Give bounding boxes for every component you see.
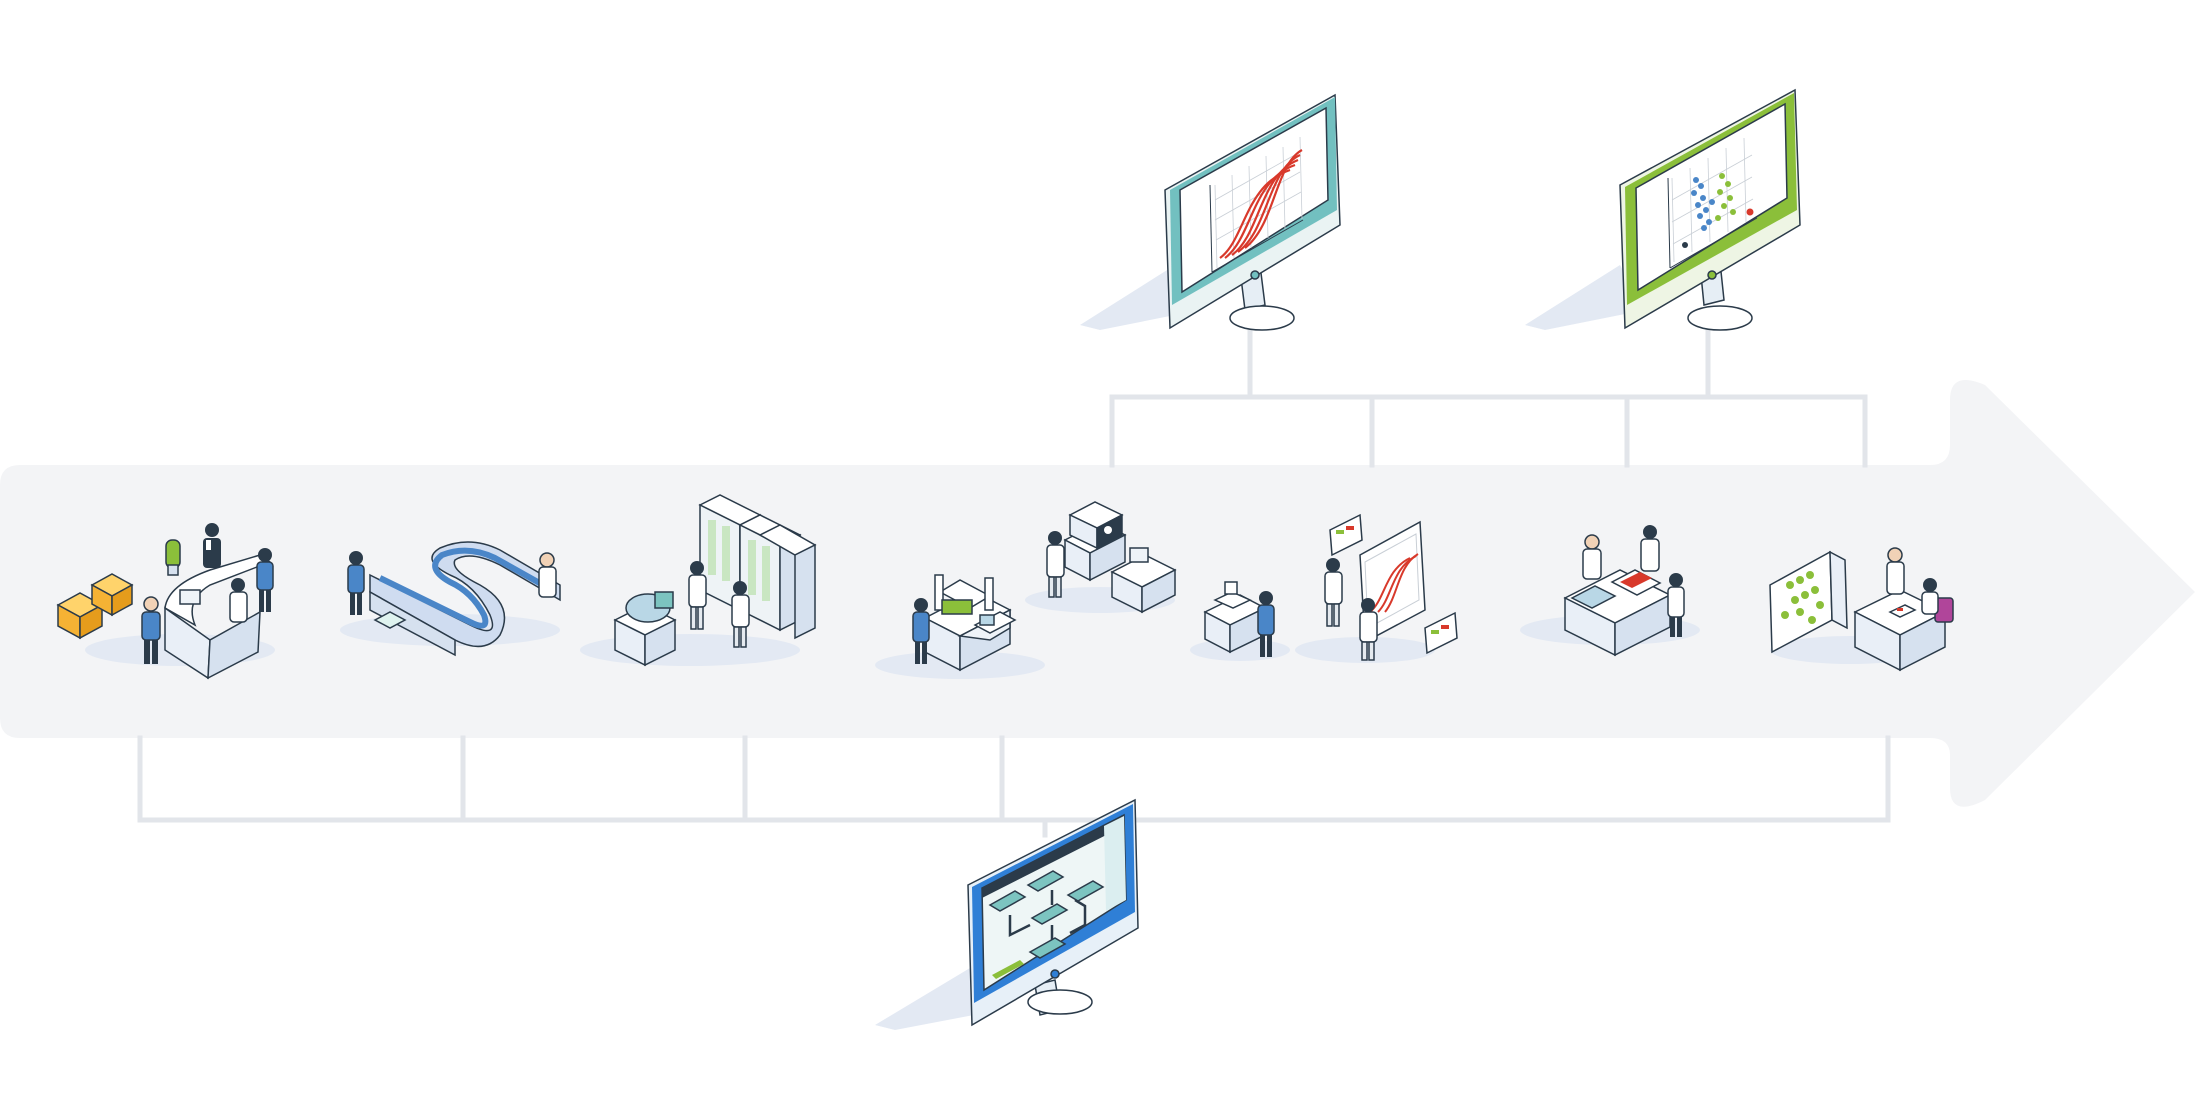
person-operator-right <box>538 552 557 598</box>
stage-sample-reception <box>56 523 275 680</box>
person-discussion-2 <box>1640 525 1660 572</box>
package-boxes-icon <box>56 573 134 640</box>
printer-icon <box>1213 581 1252 609</box>
monitor-amplification-curves <box>1080 93 1341 331</box>
stage-sequencing-instrument <box>1025 501 1177 614</box>
bottom-connector-lines <box>137 735 1891 838</box>
stage-sample-preparation <box>875 574 1045 679</box>
person-discussion-1 <box>1582 534 1602 580</box>
top-connector-lines <box>1109 327 1868 468</box>
stage-reporting-print <box>1190 581 1290 661</box>
centrifuge-bench <box>613 591 677 667</box>
stage-sample-storage <box>580 494 817 667</box>
person-client-seated <box>1921 578 1954 623</box>
person-analyst-1 <box>1324 558 1343 627</box>
wall-screen-left <box>1329 513 1363 557</box>
person-analyst-2 <box>1359 598 1378 661</box>
person-courier <box>141 596 161 664</box>
results-sheet <box>1610 569 1662 596</box>
sample-plate <box>1570 585 1617 609</box>
freezer-cabinets <box>698 494 817 640</box>
flowchart <box>1008 890 1087 940</box>
monitor-workflow-software <box>875 798 1139 1030</box>
person-operator-left <box>347 551 365 615</box>
stage-results-discussion <box>1520 525 1700 657</box>
stage-sample-conveyor <box>340 541 561 657</box>
person-sequencing-scientist <box>1046 531 1065 598</box>
person-technician <box>912 598 930 664</box>
red-sigmoid-curves <box>1219 149 1303 259</box>
stage-results-delivery <box>1769 547 1954 672</box>
scatter-points-blue <box>1691 177 1715 231</box>
wall-screen-main <box>1359 520 1426 644</box>
person-scientist <box>229 578 248 623</box>
wall-screen-right <box>1424 611 1458 655</box>
person-consultant <box>1886 547 1905 595</box>
sequencer-machine <box>1068 501 1124 550</box>
scatter-points-green <box>1715 173 1736 221</box>
person-storage-2 <box>731 581 750 648</box>
person-report-operator <box>1257 591 1275 657</box>
person-lab-worker <box>256 548 274 612</box>
monitor-scatter-plot <box>1525 88 1801 331</box>
stage-data-review <box>1295 513 1458 663</box>
person-receptionist <box>203 523 221 568</box>
results-board <box>1769 550 1848 654</box>
person-discussion-3 <box>1667 573 1685 637</box>
person-storage-1 <box>688 561 707 630</box>
